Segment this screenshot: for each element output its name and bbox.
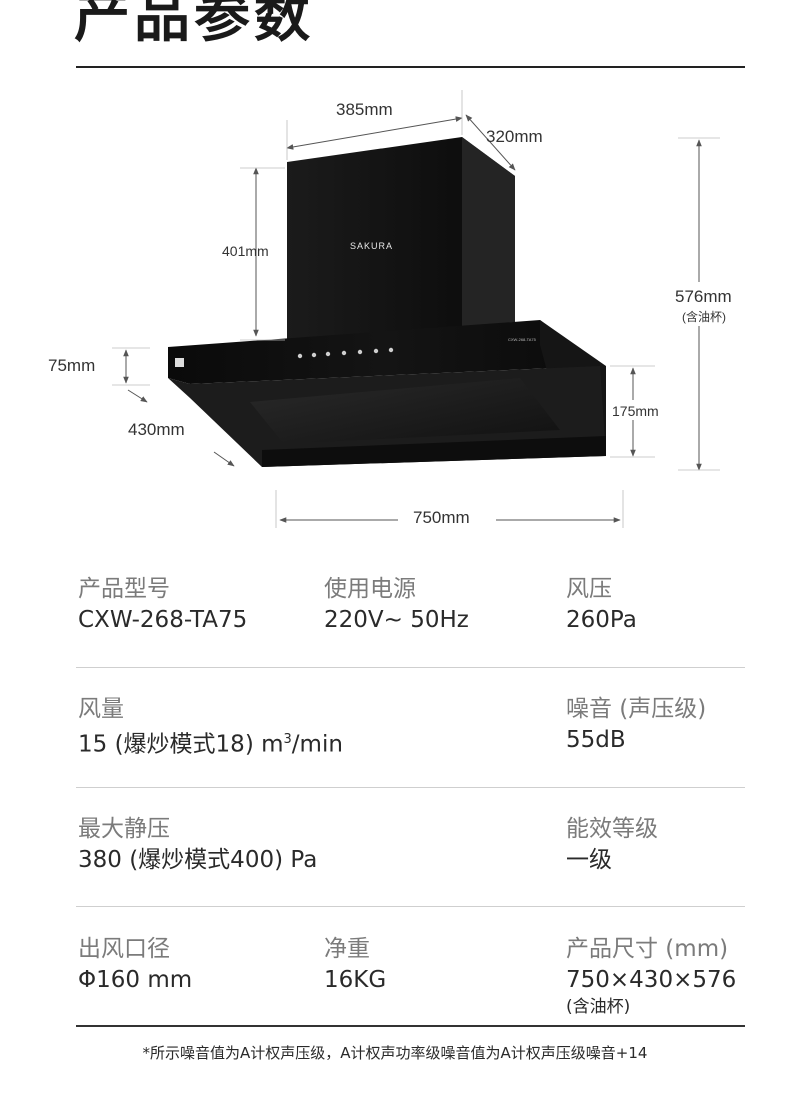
spec-max-static-pressure: 最大静压 380 (爆炒模式400) Pa [78, 814, 317, 876]
spec-air-volume-label: 风量 [78, 696, 124, 722]
dim-total-height: 576mm [675, 287, 732, 306]
spec-product-size-value: 750×430×576 [566, 967, 737, 993]
spec-wind-pressure: 风压 260Pa [566, 574, 637, 636]
spec-divider [76, 906, 745, 907]
page-title: 产品参数 [74, 0, 314, 50]
panel-model-text: CXW-268-TA75 [508, 337, 537, 342]
touch-button-7 [388, 347, 394, 353]
spec-model-label: 产品型号 [78, 576, 170, 602]
dim-depth: 430mm [128, 420, 185, 439]
spec-noise-value: 55dB [566, 727, 626, 753]
touch-button-6 [373, 348, 379, 354]
dim-top-width: 385mm [336, 100, 393, 119]
touch-button-5 [357, 349, 363, 355]
chimney-side [462, 137, 515, 326]
touch-button-1 [297, 353, 303, 359]
hood-bottom-edge [262, 436, 606, 467]
touch-button-4 [341, 350, 347, 356]
touch-button-2 [311, 352, 317, 358]
spec-max-static-pressure-value: 380 (爆炒模式400) Pa [78, 847, 318, 873]
spec-energy-grade-label: 能效等级 [566, 816, 658, 842]
spec-noise-label: 噪音 (声压级) [566, 696, 707, 722]
spec-product-size: 产品尺寸 (mm) 750×430×576 (含油杯) [566, 934, 736, 1018]
indicator-icon [175, 358, 184, 367]
brand-logo: SAKURA [350, 241, 393, 251]
touch-button-3 [325, 351, 331, 357]
front-control-panel [168, 320, 600, 384]
hood-glass [250, 378, 560, 444]
spec-air-volume: 风量 15 (爆炒模式18) m3/min [78, 694, 343, 761]
spec-wind-pressure-value: 260Pa [566, 607, 637, 633]
spec-power: 使用电源 220V~ 50Hz [324, 574, 469, 636]
spec-energy-grade-value: 一级 [566, 847, 612, 873]
dim-chimney-height: 401mm [222, 243, 269, 259]
spec-net-weight: 净重 16KG [324, 934, 386, 996]
spec-divider [76, 787, 745, 788]
table-bottom-rule [76, 1025, 745, 1027]
spec-model-value: CXW-268-TA75 [78, 607, 248, 633]
title-divider [76, 66, 745, 68]
spec-air-volume-value: 15 (爆炒模式18) m3/min [78, 731, 343, 758]
dim-hood-height: 175mm [612, 403, 659, 419]
spec-noise: 噪音 (声压级) 55dB [566, 694, 706, 756]
spec-outlet-diameter-label: 出风口径 [78, 936, 170, 962]
spec-divider [76, 667, 745, 668]
chimney-body [287, 137, 515, 340]
footnote: *所示噪音值为A计权声压级，A计权声功率级噪音值为A计权声压级噪音+14 [142, 1044, 648, 1062]
spec-product-size-note: (含油杯) [566, 997, 631, 1017]
dim-total-height-note: (含油杯) [682, 309, 726, 324]
spec-model: 产品型号 CXW-268-TA75 [78, 574, 247, 636]
dim-width: 750mm [413, 508, 470, 527]
spec-max-static-pressure-label: 最大静压 [78, 816, 170, 842]
spec-product-size-label: 产品尺寸 (mm) [566, 936, 729, 962]
spec-power-label: 使用电源 [324, 576, 416, 602]
range-hood-diagram: SAKURA CXW-268-TA75 385mm 320mm 401mm 57… [48, 90, 750, 528]
spec-energy-grade: 能效等级 一级 [566, 814, 658, 876]
spec-net-weight-value: 16KG [324, 967, 387, 993]
dim-panel-height: 75mm [48, 356, 95, 375]
dim-top-depth: 320mm [486, 127, 543, 146]
spec-outlet-diameter: 出风口径 Φ160 mm [78, 934, 192, 996]
spec-wind-pressure-label: 风压 [566, 576, 612, 602]
spec-power-value: 220V~ 50Hz [324, 607, 469, 633]
spec-outlet-diameter-value: Φ160 mm [78, 967, 193, 993]
spec-net-weight-label: 净重 [324, 936, 370, 962]
